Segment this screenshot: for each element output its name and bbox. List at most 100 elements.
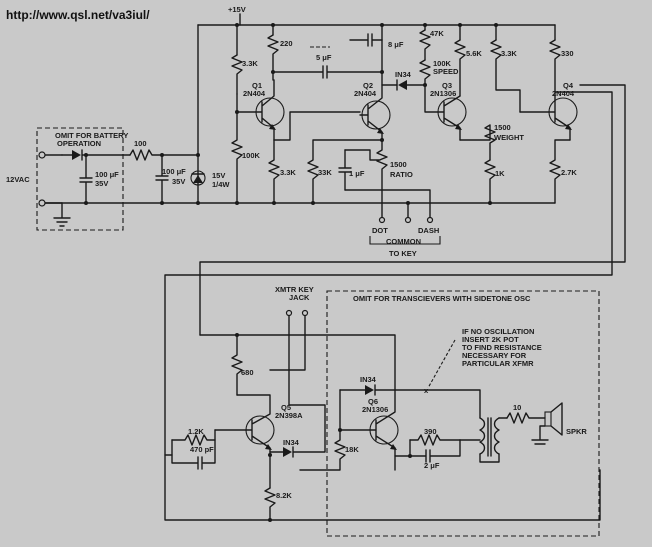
ratio-pot-1500 [344,139,388,191]
resistor-1k [484,159,496,204]
resistor-2k7 [549,139,571,204]
battery-omit-box [36,127,124,231]
source-url: http://www.qsl.net/va3iul/ [6,8,150,22]
d3-value: IN34 [360,375,377,384]
to-key-label: TO KEY [389,249,417,258]
q5-supply-line [199,334,396,391]
key-contacts [378,189,434,224]
battery-box-line1: OMIT FOR BATTERY [55,131,128,140]
speed-pot-100k [419,59,431,86]
speed-pot-value: 100K [433,59,452,68]
resistor-680 [231,334,243,396]
jack-wiring [269,315,306,406]
q6-type: 2N1306 [362,405,388,414]
d1-value: IN34 [395,70,412,79]
capacitor-470pf [171,429,216,470]
diode-in34-q5 [269,404,326,458]
r390-value: 390 [424,427,437,436]
transistor-q5 [214,394,275,456]
resistor-100k [231,93,243,204]
ground-symbol-1 [53,202,71,227]
ac-input-label: 12VAC [6,175,30,184]
r100k-value: 100K [242,151,261,160]
resistor-10 [506,412,546,424]
r220-value: 220 [280,39,293,48]
capacitor-8uf [349,33,383,47]
pot-insert-mark: x [424,386,429,395]
resistor-3k3-q3 [490,39,521,113]
q5-designator: Q5 [281,403,291,412]
input-diode [61,149,131,161]
note-line3: TO FIND RESISTANCE [462,343,542,352]
r82k-value: 8.2K [276,491,292,500]
junction-dots [84,23,498,522]
r18k-value: 18K [345,445,359,454]
resistor-8k2 [264,487,276,521]
r1k-value: 1K [495,169,505,178]
r33k-2-value: 3.3K [280,168,296,177]
speaker-label: SPKR [566,427,587,436]
ratio-pot-label: RATIO [390,170,413,179]
note-line1: IF NO OSCILLATION [462,327,534,336]
feedback-line [199,84,626,336]
q4-type: 2N404 [552,89,575,98]
resistor-5k6 [454,39,466,97]
ratio-pot-value: 1500 [390,160,407,169]
filter-capacitor-1 [79,154,93,204]
q3-designator: Q3 [442,81,452,90]
q5-type: 2N398A [275,411,303,420]
q4-designator: Q4 [563,81,574,90]
ac-terminal-2 [38,199,46,207]
capacitor-2uf [394,439,461,463]
q3-type: 2N1306 [430,89,456,98]
note-line4: NECESSARY FOR [462,351,527,360]
zener-voltage: 15V [212,171,225,180]
transistor-q1 [236,79,285,141]
speaker-icon [531,402,563,445]
zener-rating: 1/4W [212,180,230,189]
resistor-18k [299,429,346,471]
c1-voltage: 35V [95,179,108,188]
xmtr-label-1: XMTR KEY [275,285,314,294]
dot-label: DOT [372,226,388,235]
jack-terminal-2 [301,309,309,317]
c1uf-value: 1 μF [349,169,365,178]
ground-rail [41,154,556,204]
battery-box-line2: OPERATION [57,139,101,148]
weight-pot-value: 1500 [494,123,511,132]
c470-value: 470 pF [190,445,214,454]
filter-capacitor-2 [155,154,169,204]
c2uf-value: 2 μF [424,461,440,470]
resistor-47k [419,29,431,61]
c8-value: 8 μF [388,40,404,49]
transistor-q4 [164,91,613,456]
resistor-3k3-q1 [231,54,243,95]
q1-to-q2-link [273,111,361,141]
q2-type: 2N404 [354,89,377,98]
r56k-value: 5.6K [466,49,482,58]
note-line2: INSERT 2K POT [462,335,519,344]
speed-pot-label: SPEED [433,67,459,76]
xmtr-label-2: JACK [289,293,310,302]
zener-diode [190,170,206,186]
transistor-q3 [424,84,467,141]
c5-value: 5 μF [316,53,332,62]
r47k-value: 47K [430,29,444,38]
r330-value: 330 [561,49,574,58]
resistor-390 [409,434,461,446]
resistor-33k [307,139,383,204]
rail-label: +15V [228,5,246,14]
q1-type: 2N404 [243,89,266,98]
dash-label: DASH [418,226,439,235]
c2-value: 100 μF [162,167,186,176]
r12k-value: 1.2K [188,427,204,436]
q6-designator: Q6 [368,397,378,406]
resistor-1k2 [171,434,216,446]
q1-designator: Q1 [252,81,262,90]
ac-terminal-1 [38,151,46,159]
series-resistor-100 [129,149,199,161]
key-bracket [369,236,441,245]
resistor-3k3-q1-emitter [268,139,280,204]
transistor-q2 [359,39,391,141]
